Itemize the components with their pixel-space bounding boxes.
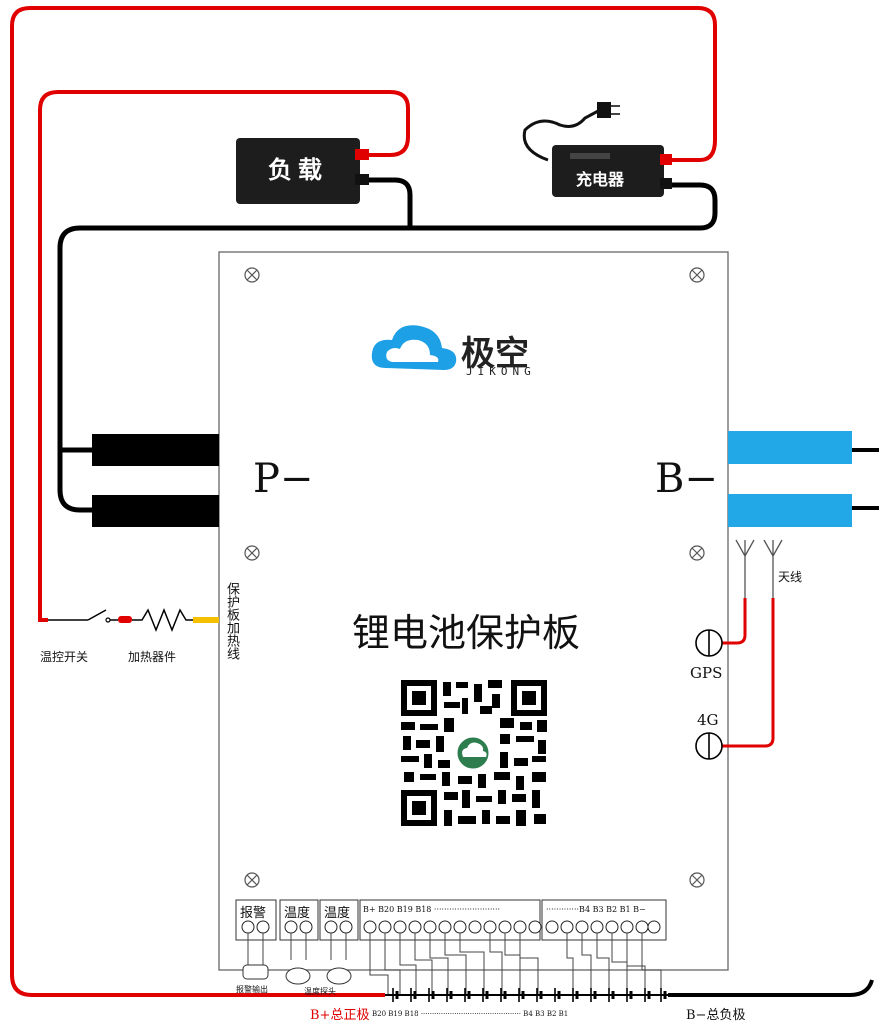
gps-antenna-wire	[722, 598, 747, 645]
charger-terminal-negative	[660, 178, 672, 189]
brand-name: 极空	[461, 334, 529, 374]
cell-labels: B20 B19 B18 ····························…	[372, 1010, 569, 1018]
charger-positive-wire	[10, 6, 717, 997]
thermo-switch-icon	[87, 609, 107, 621]
terminal-alarm-label: 报警	[240, 906, 267, 921]
gps-label: GPS	[690, 664, 723, 682]
antenna-icon	[735, 539, 783, 570]
lte-label: 4G	[697, 711, 719, 729]
screw-icon	[244, 267, 705, 888]
lte-antenna-wire	[722, 598, 775, 748]
heater-label: 加热器件	[128, 650, 177, 664]
temp-probe-1-icon	[285, 967, 311, 985]
charger-negative-wire	[57, 182, 718, 513]
antenna-label: 天线	[778, 570, 803, 584]
brand-name-en: JIKONG	[466, 365, 536, 378]
qr-code	[399, 678, 549, 828]
p-minus-bar-2	[92, 495, 219, 527]
lte-connector-icon	[695, 732, 723, 760]
alarm-output-label: 报警输出	[236, 985, 268, 994]
alarm-connector	[242, 964, 269, 980]
heater-wire	[193, 617, 219, 623]
terminal-temp1-label: 温度	[284, 906, 311, 921]
thermo-switch-label: 温控开关	[40, 650, 89, 664]
terminal-screw-icon	[241, 920, 661, 934]
p-minus-bar-1	[92, 434, 219, 466]
heater-red-lead	[118, 616, 132, 623]
b-minus-label: B−	[655, 456, 718, 502]
temp-probe-label: 温度探头	[304, 987, 336, 996]
charger-vent	[570, 153, 610, 159]
load-positive-wire	[38, 90, 410, 622]
charger-cable	[522, 108, 601, 162]
board-title: 锂电池保护板	[352, 611, 581, 655]
protection-board	[218, 251, 729, 971]
load-negative-wire	[358, 177, 413, 228]
probe-wires	[247, 933, 347, 970]
gps-connector-icon	[695, 629, 723, 657]
heater-line-label: 保护板加热线	[224, 582, 239, 660]
load-terminal-positive	[355, 149, 369, 160]
terminal-temp2-label: 温度	[324, 906, 351, 921]
b-minus-wire	[668, 979, 874, 997]
battery-cells-icon	[385, 988, 668, 1002]
cell-header-left: B+ B20 B19 B18 ·························…	[363, 905, 501, 914]
b-minus-bar-2	[728, 494, 852, 527]
temp-probe-2-icon	[326, 967, 352, 985]
p-minus-label: P−	[253, 456, 314, 502]
jikong-logo-icon	[371, 325, 457, 370]
cell-header-right: ·············B4 B3 B2 B1 B−	[546, 905, 646, 914]
cell-sense-wires	[369, 933, 662, 995]
load-terminal-negative	[355, 174, 369, 185]
terminal-block	[235, 899, 667, 941]
charger-plug	[597, 102, 611, 118]
b-plus-label: B+总正极	[310, 1008, 370, 1023]
b-minus-bar-1	[728, 431, 852, 464]
b-minus-total-label: B−总负极	[686, 1008, 746, 1023]
charger-terminal-positive	[660, 154, 672, 165]
charger-label: 充电器	[576, 170, 625, 189]
load-device	[236, 138, 360, 204]
load-label: 负载	[268, 155, 328, 184]
heater-resistor-icon	[132, 607, 193, 633]
